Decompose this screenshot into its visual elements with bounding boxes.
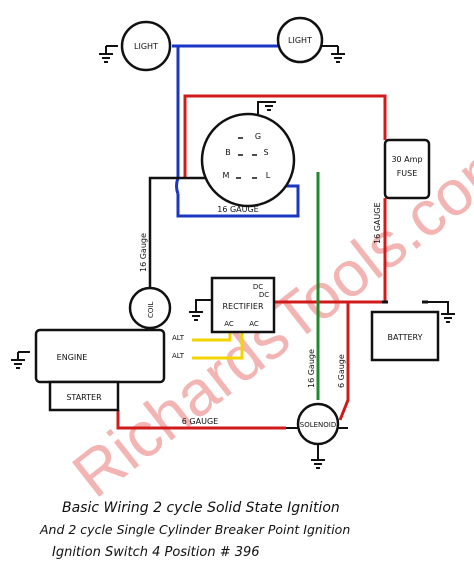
gauge-label-switch-loop: 16 GAUGE <box>217 205 259 214</box>
rectifier: DC DC RECTIFIER AC AC <box>210 276 276 334</box>
coil: COIL <box>128 286 172 330</box>
starter: STARTER <box>48 380 120 412</box>
fuse-label-line1: 30 Amp <box>391 155 422 164</box>
gauge-label-right-vertical: 6 Gauge <box>337 354 346 388</box>
battery-label: BATTERY <box>388 333 423 342</box>
light-left: LIGHT <box>120 20 172 72</box>
engine: ENGINE <box>34 328 166 384</box>
alt1-label: ALT <box>172 334 185 342</box>
wire-battery-to-solenoid-6-gauge <box>338 300 385 421</box>
alt2-label: ALT <box>172 352 185 360</box>
ground-symbol <box>11 351 30 369</box>
rectifier-ac1-label: AC <box>224 320 234 328</box>
switch-terminal-b: B <box>225 148 231 157</box>
wire-switch-m-to-coil <box>148 176 208 292</box>
wire-switch-to-fuse <box>183 94 387 178</box>
caption-line-2: And 2 cycle Single Cylinder Breaker Poin… <box>39 522 350 537</box>
rectifier-ac2-label: AC <box>249 320 259 328</box>
light-right: LIGHT <box>276 16 324 64</box>
solenoid: SOLENOID <box>286 402 348 446</box>
rectifier-dc-label: DC <box>253 283 263 291</box>
ground-symbol <box>262 101 276 111</box>
ground-symbol <box>311 459 325 469</box>
ground-symbol <box>441 313 455 323</box>
wire-light-to-switch-l <box>175 46 180 195</box>
gauge-label-starter: 6 GAUGE <box>182 417 218 426</box>
caption-line-1: Basic Wiring 2 cycle Solid State Ignitio… <box>62 500 340 516</box>
wire-rectifier-ground <box>195 299 212 312</box>
light-left-label: LIGHT <box>134 42 158 51</box>
switch-terminal-g: G <box>255 132 261 141</box>
wire-ground-switch-g <box>257 101 268 114</box>
gauge-label-left-vertical: 16 Gauge <box>139 233 148 272</box>
wire-solenoid-to-starter-6-gauge <box>116 410 286 430</box>
caption-line-3: Ignition Switch 4 Position # 396 <box>52 545 260 560</box>
switch-terminal-s: S <box>263 148 268 157</box>
battery: BATTERY <box>370 300 440 362</box>
solenoid-label: SOLENOID <box>300 421 336 429</box>
fuse-30-amp: 30 Amp FUSE <box>383 138 431 200</box>
ground-symbol <box>99 45 118 63</box>
gauge-label-fuse: 16 GAUGE <box>373 202 382 244</box>
ground-symbol <box>189 311 203 321</box>
gauge-label-mid-vertical: 16 Gauge <box>307 349 316 388</box>
rectifier-title: RECTIFIER <box>222 302 263 311</box>
fuse-label-line2: FUSE <box>397 169 418 178</box>
coil-label: COIL <box>147 302 155 318</box>
wire-alt2 <box>192 332 244 360</box>
wire-alt1 <box>192 332 232 342</box>
starter-label: STARTER <box>66 393 102 402</box>
ignition-switch: G B S M L <box>200 112 296 208</box>
light-right-label: LIGHT <box>288 36 312 45</box>
wire-battery-negative <box>425 301 449 314</box>
engine-label: ENGINE <box>57 353 88 362</box>
ground-symbol <box>322 45 345 63</box>
switch-terminal-m: M <box>223 171 230 180</box>
switch-terminal-l: L <box>266 171 271 180</box>
wire-switch-loop-16-gauge <box>176 184 300 218</box>
rectifier-dc2-label: DC <box>259 291 269 299</box>
